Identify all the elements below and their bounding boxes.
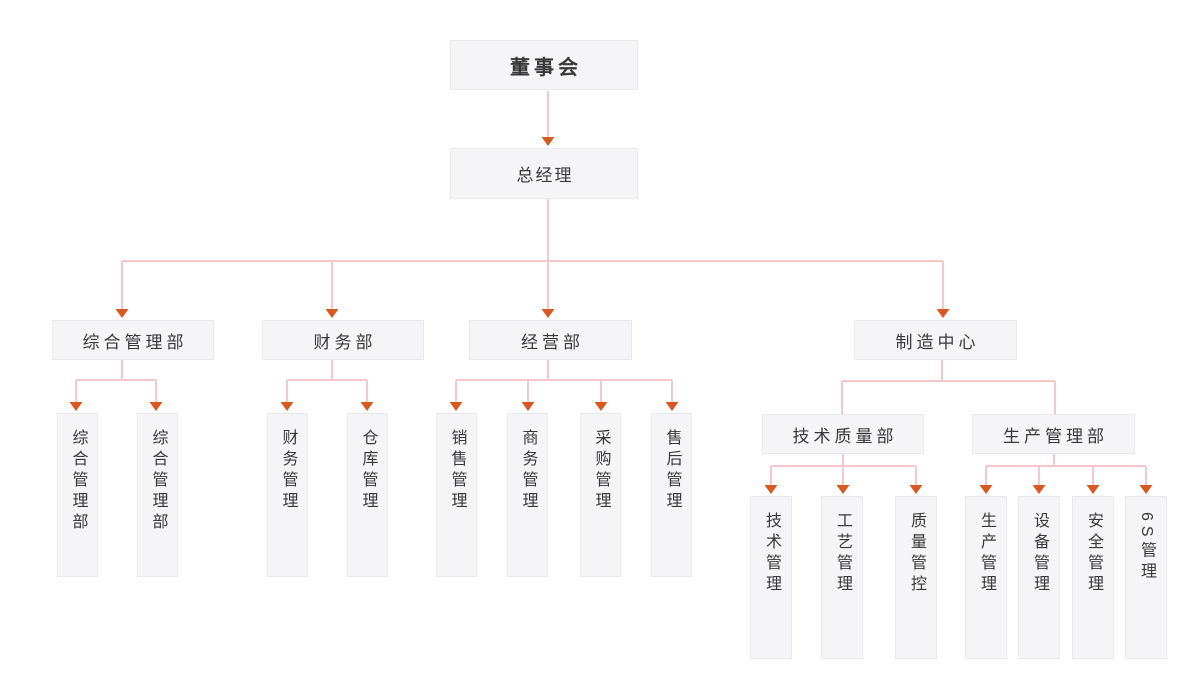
node-sub-6s-mgmt: 6S管理 [1125,496,1167,659]
node-sub-business-mgmt: 商务管理 [507,413,548,577]
node-label: 综合管理部 [149,429,167,534]
arrow-down-icon [115,309,129,318]
arrow-down-icon [449,402,463,411]
node-sub-process-mgmt: 工艺管理 [821,496,863,659]
node-label: 质量管控 [908,512,925,596]
node-sub-general-admin-2: 综合管理部 [137,413,178,577]
node-label: 工艺管理 [834,512,851,596]
arrow-down-icon [764,485,778,494]
node-label: 商务管理 [519,429,537,513]
arrow-down-icon [1086,485,1100,494]
arrow-down-icon [541,309,555,318]
node-sub-production-mgmt: 生产管理 [965,496,1007,659]
arrow-down-icon [1139,485,1153,494]
connector [455,360,673,403]
arrow-down-icon [909,485,923,494]
node-dept-tech-quality: 技术质量部 [762,414,924,454]
node-sub-aftersales-mgmt: 售后管理 [651,413,692,577]
node-label: 6S管理 [1138,512,1155,584]
arrow-down-icon [836,485,850,494]
node-sub-sales-mgmt: 销售管理 [436,413,477,577]
connector [286,360,368,403]
arrow-down-icon [325,309,339,318]
node-label: 售后管理 [663,429,681,513]
node-label: 生产管理 [978,512,995,596]
connector [985,454,1147,486]
node-label: 技术管理 [763,512,780,596]
node-sub-safety-mgmt: 安全管理 [1072,496,1114,659]
arrow-down-icon [149,402,163,411]
node-sub-warehouse-mgmt: 仓库管理 [347,413,388,577]
node-sub-tech-mgmt: 技术管理 [750,496,792,659]
node-label: 销售管理 [448,429,466,513]
node-board: 董事会 [450,40,638,90]
arrow-down-icon [936,309,950,318]
node-label: 仓库管理 [359,429,377,513]
node-general-manager: 总经理 [450,148,638,199]
node-label: 安全管理 [1085,512,1102,596]
arrow-down-icon [1032,485,1046,494]
node-label: 设备管理 [1031,512,1048,596]
arrow-down-icon [594,402,608,411]
connector [770,454,917,486]
arrow-down-icon [360,402,374,411]
arrow-down-icon [69,402,83,411]
node-label: 财务管理 [279,429,297,513]
node-dept-manufacturing: 制造中心 [854,320,1017,360]
node-sub-equipment-mgmt: 设备管理 [1018,496,1060,659]
node-label: 采购管理 [592,429,610,513]
node-sub-procurement-mgmt: 采购管理 [580,413,621,577]
node-dept-production-mgmt: 生产管理部 [972,414,1135,454]
node-dept-finance: 财务部 [262,320,424,360]
node-sub-finance-mgmt: 财务管理 [267,413,308,577]
arrow-down-icon [979,485,993,494]
node-label: 综合管理部 [69,429,87,534]
connector [841,360,1056,414]
node-sub-general-admin-1: 综合管理部 [57,413,98,577]
arrow-down-icon [521,402,535,411]
node-sub-quality-control: 质量管控 [895,496,937,659]
connector [75,360,157,403]
arrow-down-icon [541,137,555,146]
arrow-down-icon [280,402,294,411]
arrow-down-icon [665,402,679,411]
node-dept-operations: 经营部 [469,320,632,360]
node-dept-general-admin: 综合管理部 [52,320,214,360]
